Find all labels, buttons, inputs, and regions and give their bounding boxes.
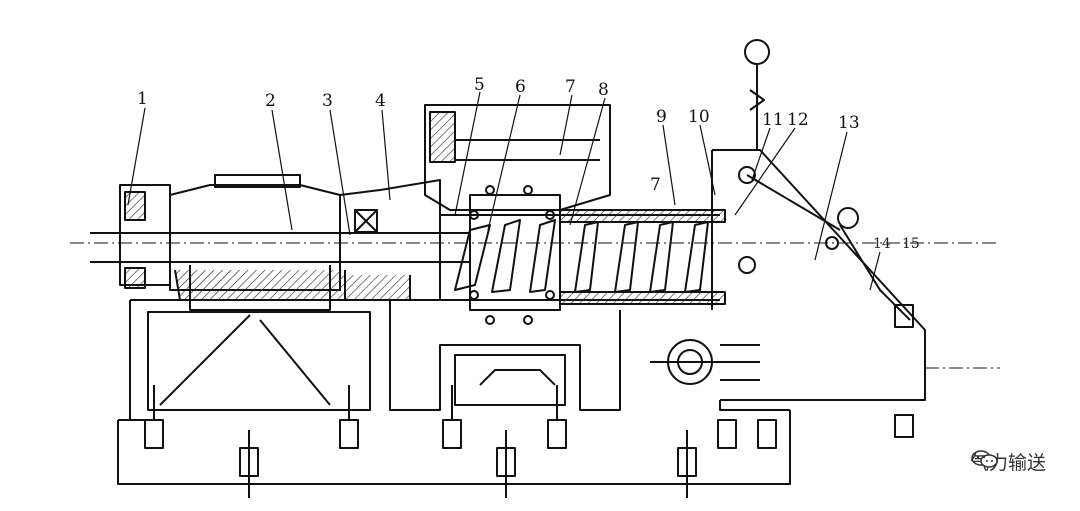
screw-flights [454, 219, 709, 293]
base-housing [129, 299, 621, 420]
watermark: 气力输送 [970, 448, 1046, 475]
label-13: 13 [838, 113, 860, 133]
label-12: 12 [787, 110, 809, 130]
label-3: 3 [322, 91, 333, 111]
discharge-chamber [712, 149, 926, 401]
part-labels: 1 2 3 4 5 6 7 8 9 10 11 12 13 14 15 7 [137, 75, 920, 252]
label-7: 7 [565, 77, 576, 97]
label-1: 1 [137, 89, 148, 109]
wechat-icon [971, 450, 998, 468]
label-2: 2 [265, 91, 276, 111]
label-9: 9 [656, 107, 667, 127]
base-plate [117, 410, 791, 485]
label-7-secondary: 7 [650, 175, 661, 195]
label-5: 5 [474, 75, 485, 95]
label-15: 15 [902, 236, 920, 252]
label-10: 10 [688, 107, 710, 127]
label-6: 6 [515, 77, 526, 97]
anchor-bolts [144, 304, 914, 498]
label-4: 4 [375, 91, 386, 111]
label-14: 14 [873, 236, 891, 252]
lifting-eye [744, 39, 770, 65]
leader-lines [127, 91, 881, 291]
label-11: 11 [762, 110, 784, 130]
label-8: 8 [598, 80, 609, 100]
